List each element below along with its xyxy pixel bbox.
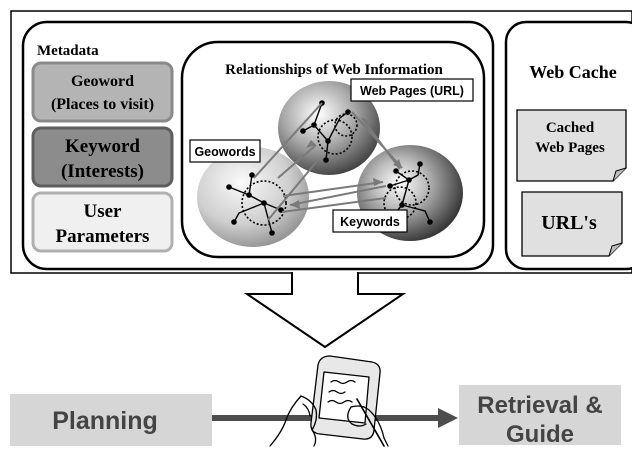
retrieval-line1: Retrieval & [477,392,602,419]
retrieval-line2: Guide [506,421,574,448]
cached-pages-line1: Cached [546,120,595,136]
user-parameters-line1: User [84,201,123,222]
cached-pages-fold [612,167,627,182]
planning-to-retrieval-arrowhead [438,408,458,428]
user-parameters-box [31,191,174,253]
relationships-title: Relationships of Web Information [225,62,443,78]
geoword-box [31,61,174,123]
keyword-box [31,126,174,188]
hands-device-illustration [269,355,389,447]
geoword-line1: Geoword [71,73,134,90]
keywords-label-box [332,209,408,233]
keywords-label: Keywords [340,215,400,229]
web-pages-label-box [350,78,474,102]
keyword-line2: (Interests) [61,161,144,182]
retrieval-box [459,385,621,445]
urls-label: URL's [541,212,597,234]
geoword-line2: (Places to visit) [51,96,154,113]
keyword-line1: Keyword [65,136,140,157]
web-cache-title: Web Cache [529,62,617,82]
metadata-title: Metadata [37,43,99,59]
graph-edges [228,102,431,234]
relationship-arrows [253,102,403,221]
user-parameters-line2: Parameters [56,226,150,247]
planning-box [10,394,212,446]
cached-pages-line2: Web Pages [535,140,605,156]
urls-fold [608,242,623,257]
geowords-label: Geowords [194,145,255,159]
down-arrow [243,272,407,349]
web-pages-label: Web Pages (URL) [360,84,464,98]
relationship-arrowheads [290,118,402,209]
geowords-label-box [189,139,261,163]
web-pages-sphere [278,81,380,175]
planning-label: Planning [52,407,158,435]
